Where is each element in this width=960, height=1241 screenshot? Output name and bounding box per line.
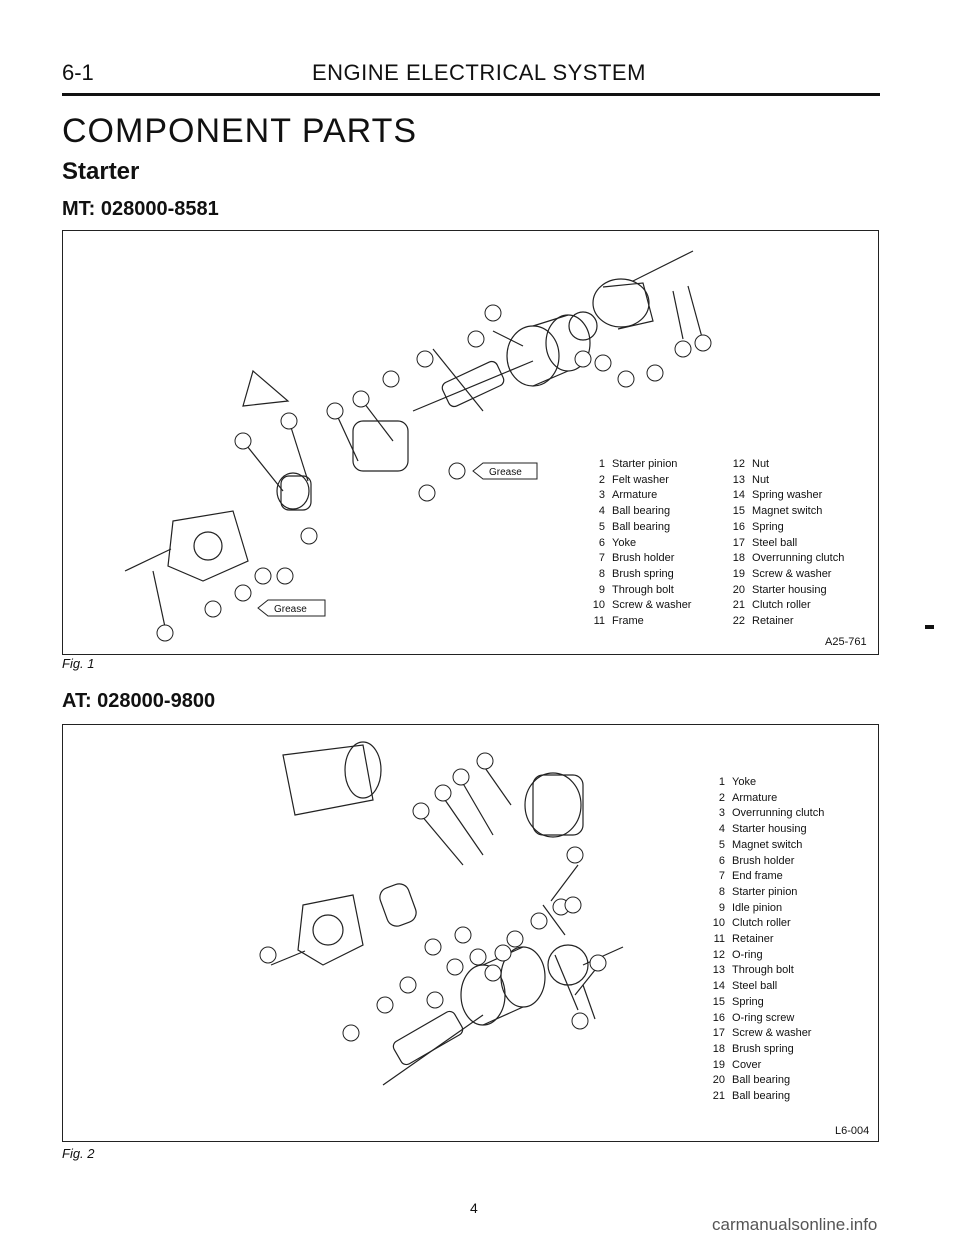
fig1-grease-label: Grease xyxy=(489,467,522,478)
page-number: 4 xyxy=(470,1200,478,1216)
fig2-caption: Fig. 2 xyxy=(62,1146,95,1161)
margin-mark xyxy=(925,625,934,629)
chapter-title: ENGINE ELECTRICAL SYSTEM xyxy=(312,60,646,85)
fig1-model: MT: 028000-8581 xyxy=(62,198,219,220)
fig1-grease-label-2: Grease xyxy=(274,604,307,615)
fig1-caption: Fig. 1 xyxy=(62,656,95,671)
watermark: carmanualsonline.info xyxy=(712,1215,878,1234)
section-number: 6-1 xyxy=(62,60,94,85)
page-heading: COMPONENT PARTS xyxy=(62,112,418,150)
fig1-code: A25-761 xyxy=(825,636,867,648)
fig2-model: AT: 028000-9800 xyxy=(62,690,216,712)
fig1-exploded-diagram: Grease Grease xyxy=(124,250,712,642)
header-rule xyxy=(62,93,880,96)
fig2-exploded-diagram xyxy=(259,741,624,1086)
fig2-code: L6-004 xyxy=(835,1125,870,1137)
subheading: Starter xyxy=(62,158,140,185)
